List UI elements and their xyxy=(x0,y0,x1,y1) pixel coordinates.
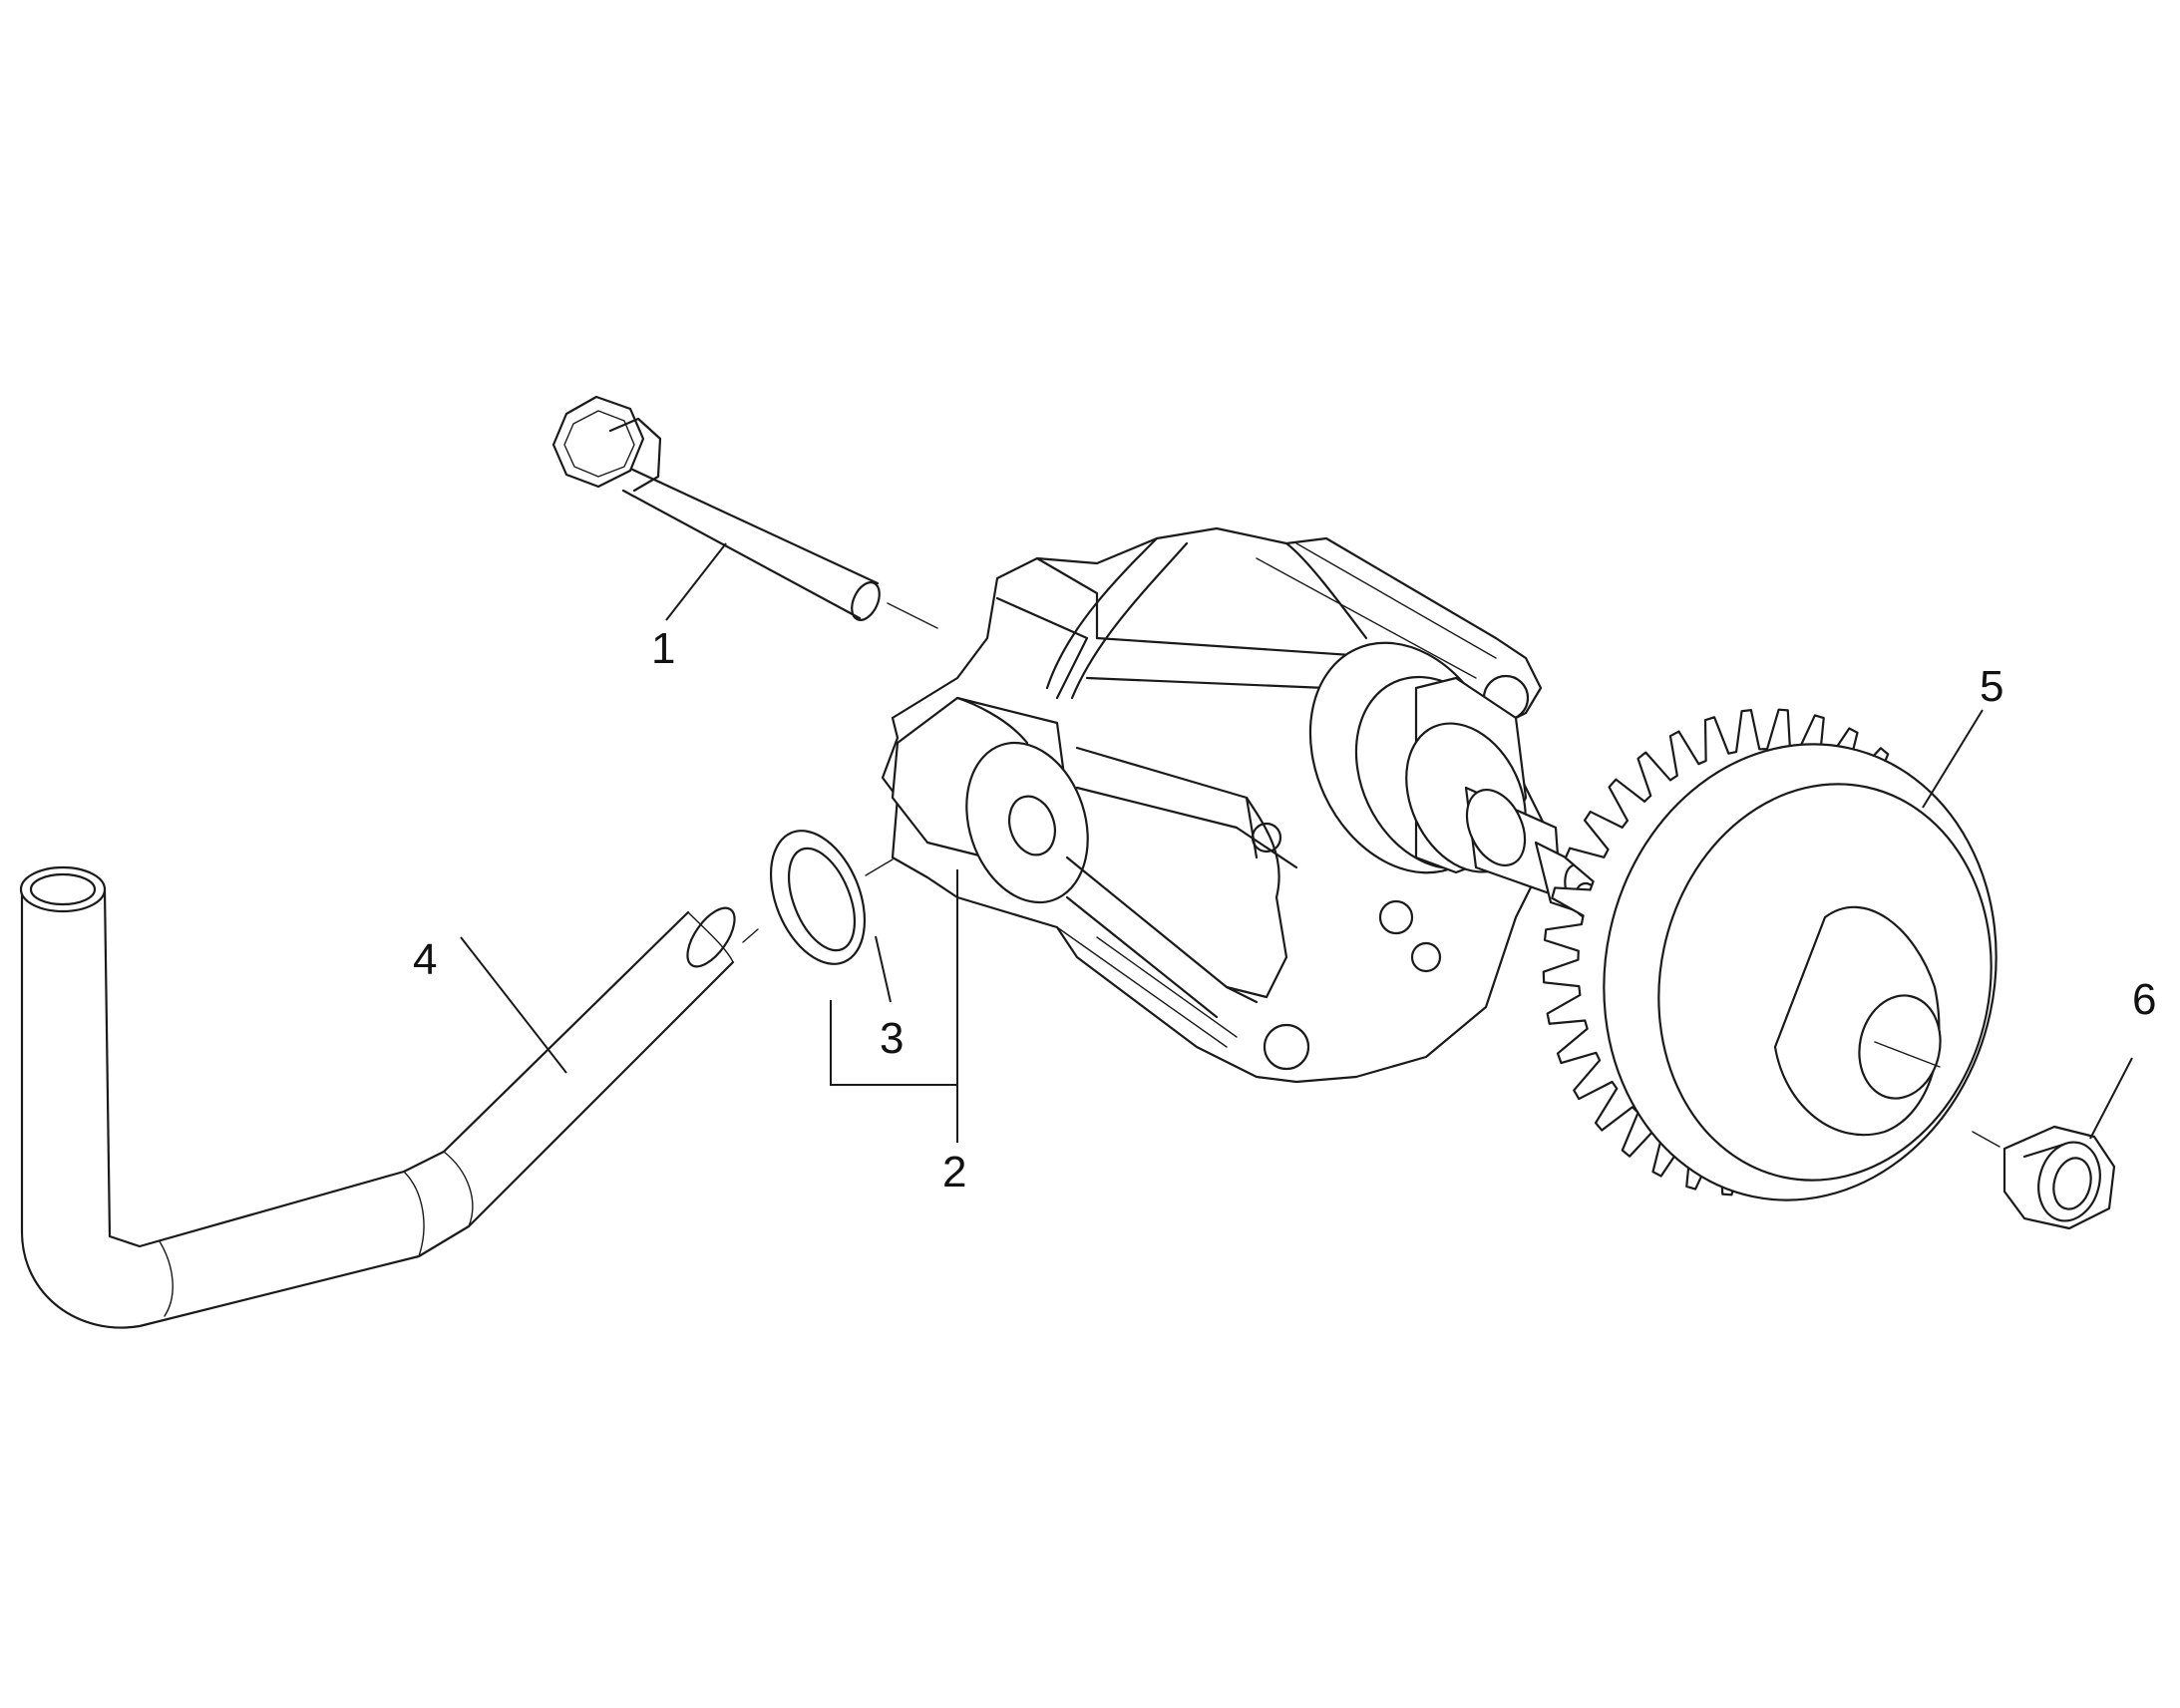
part-3-o-ring xyxy=(769,830,894,965)
part-4-suction-pipe xyxy=(19,865,759,1329)
part-1-bolt xyxy=(551,395,938,629)
callout-1: 1 xyxy=(651,624,675,673)
part-2-pump-body xyxy=(881,526,1636,1084)
leader-1 xyxy=(665,542,727,621)
callout-5: 5 xyxy=(1980,662,2003,711)
callout-labels: 1 2 3 4 5 6 xyxy=(413,624,2156,1196)
leader-lines xyxy=(460,542,2133,1143)
leader-2-bracket xyxy=(830,1000,957,1086)
leader-6 xyxy=(2089,1057,2133,1140)
part-6-nut xyxy=(1972,1125,2116,1230)
leader-4 xyxy=(460,936,567,1074)
callout-4: 4 xyxy=(413,935,437,984)
leader-5 xyxy=(1922,709,1984,809)
leader-3 xyxy=(875,935,892,1003)
callout-6: 6 xyxy=(2132,975,2156,1024)
callout-3: 3 xyxy=(880,1014,904,1063)
part-5-gear xyxy=(1542,708,1998,1201)
callout-2: 2 xyxy=(942,1148,966,1196)
